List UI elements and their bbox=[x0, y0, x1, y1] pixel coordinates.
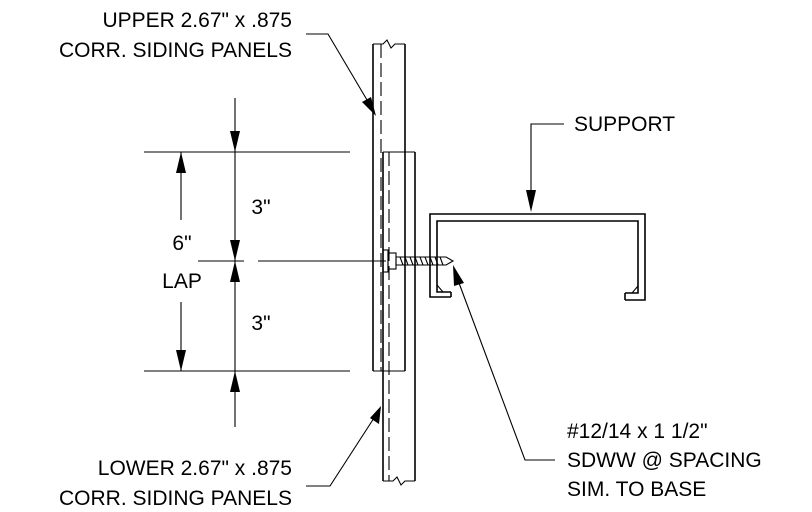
leader-lines bbox=[306, 33, 564, 487]
upper-panel-label-line2: CORR. SIDING PANELS bbox=[59, 39, 292, 62]
lower-siding-panel bbox=[382, 151, 416, 486]
lap-dimension bbox=[144, 98, 386, 427]
self-drilling-screw bbox=[382, 249, 455, 273]
dimension-lap-label: LAP bbox=[162, 270, 202, 293]
screw-label-line1: #12/14 x 1 1/2" bbox=[567, 420, 708, 443]
upper-siding-panel bbox=[372, 39, 406, 372]
lower-panel-label-line1: LOWER 2.67" x .875 bbox=[98, 457, 292, 480]
lower-panel-label-line2: CORR. SIDING PANELS bbox=[59, 487, 292, 510]
support-channel bbox=[429, 213, 646, 301]
dimension-lower-label: 3" bbox=[251, 312, 270, 335]
screw-label-line2: SDWW @ SPACING bbox=[567, 449, 762, 472]
support-label: SUPPORT bbox=[574, 113, 675, 136]
dimension-upper-label: 3" bbox=[251, 196, 270, 219]
upper-panel-label-line1: UPPER 2.67" x .875 bbox=[102, 9, 292, 32]
dimension-total-label: 6" bbox=[172, 232, 191, 255]
screw-label-line3: SIM. TO BASE bbox=[567, 478, 706, 501]
